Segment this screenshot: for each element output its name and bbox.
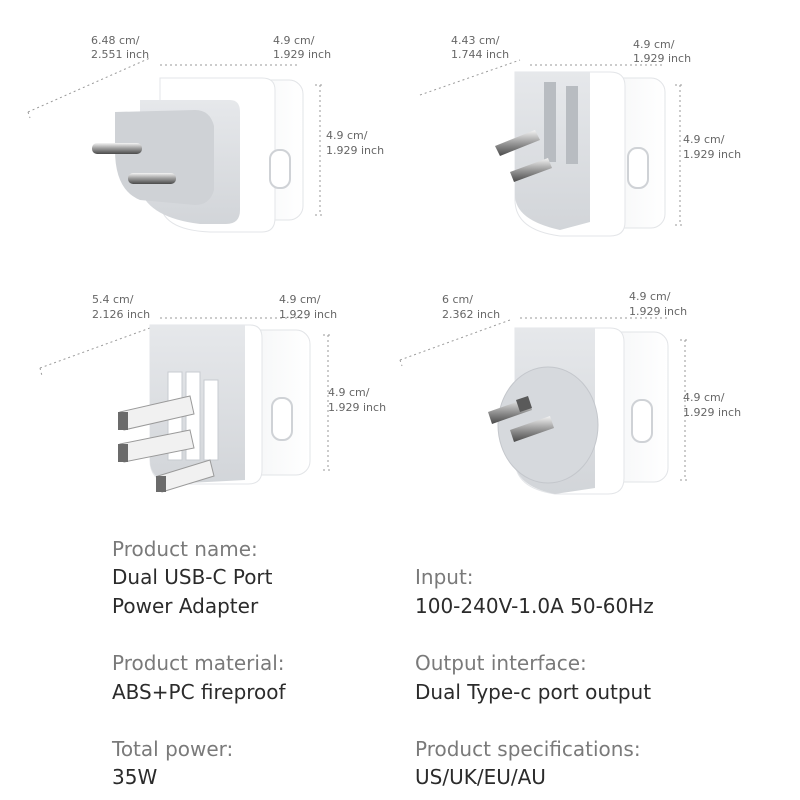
- eu-height-inch: 1.929 inch: [326, 144, 384, 157]
- adapter-au: [399, 317, 690, 495]
- uk-height-cm: 4.9 cm/: [328, 386, 370, 399]
- material-value: ABS+PC fireproof: [112, 680, 286, 704]
- specifications-label: Product specifications:: [415, 737, 641, 761]
- us-length-cm: 4.43 cm/: [451, 34, 500, 47]
- output-value: Dual Type-c port output: [415, 680, 652, 704]
- eu-width-inch: 1.929 inch: [273, 48, 331, 61]
- au-length-inch: 2.362 inch: [442, 308, 500, 321]
- eu-height-cm: 4.9 cm/: [326, 129, 368, 142]
- us-height-cm: 4.9 cm/: [683, 133, 725, 146]
- specifications-value: US/UK/EU/AU: [415, 765, 546, 789]
- input-label: Input:: [415, 565, 474, 589]
- adapter-us: [419, 59, 685, 237]
- us-length-inch: 1.744 inch: [451, 48, 509, 61]
- au-height-cm: 4.9 cm/: [683, 391, 725, 404]
- us-height-inch: 1.929 inch: [683, 148, 741, 161]
- uk-length-cm: 5.4 cm/: [92, 293, 134, 306]
- au-length-cm: 6 cm/: [442, 293, 473, 306]
- adapter-dimension-diagram: 6.48 cm/ 2.551 inch 4.9 cm/ 1.929 inch 4…: [27, 34, 741, 495]
- us-width-cm: 4.9 cm/: [633, 38, 675, 51]
- au-width-cm: 4.9 cm/: [629, 290, 671, 303]
- eu-width-cm: 4.9 cm/: [273, 34, 315, 47]
- uk-width-inch: 1.929 inch: [279, 308, 337, 321]
- eu-length-inch: 2.551 inch: [91, 48, 149, 61]
- power-label: Total power:: [112, 737, 234, 761]
- product-name-line1: Dual USB-C Port: [112, 565, 273, 589]
- adapter-uk: [39, 317, 333, 493]
- product-name-line2: Power Adapter: [112, 594, 259, 618]
- adapter-eu: [27, 57, 325, 233]
- input-value: 100-240V-1.0A 50-60Hz: [415, 594, 654, 618]
- au-width-inch: 1.929 inch: [629, 305, 687, 318]
- au-height-inch: 1.929 inch: [683, 406, 741, 419]
- eu-length-cm: 6.48 cm/: [91, 34, 140, 47]
- output-label: Output interface:: [415, 651, 587, 675]
- uk-width-cm: 4.9 cm/: [279, 293, 321, 306]
- uk-length-inch: 2.126 inch: [92, 308, 150, 321]
- power-value: 35W: [112, 765, 158, 789]
- us-width-inch: 1.929 inch: [633, 52, 691, 65]
- product-name-label: Product name:: [112, 537, 258, 561]
- uk-height-inch: 1.929 inch: [328, 401, 386, 414]
- material-label: Product material:: [112, 651, 285, 675]
